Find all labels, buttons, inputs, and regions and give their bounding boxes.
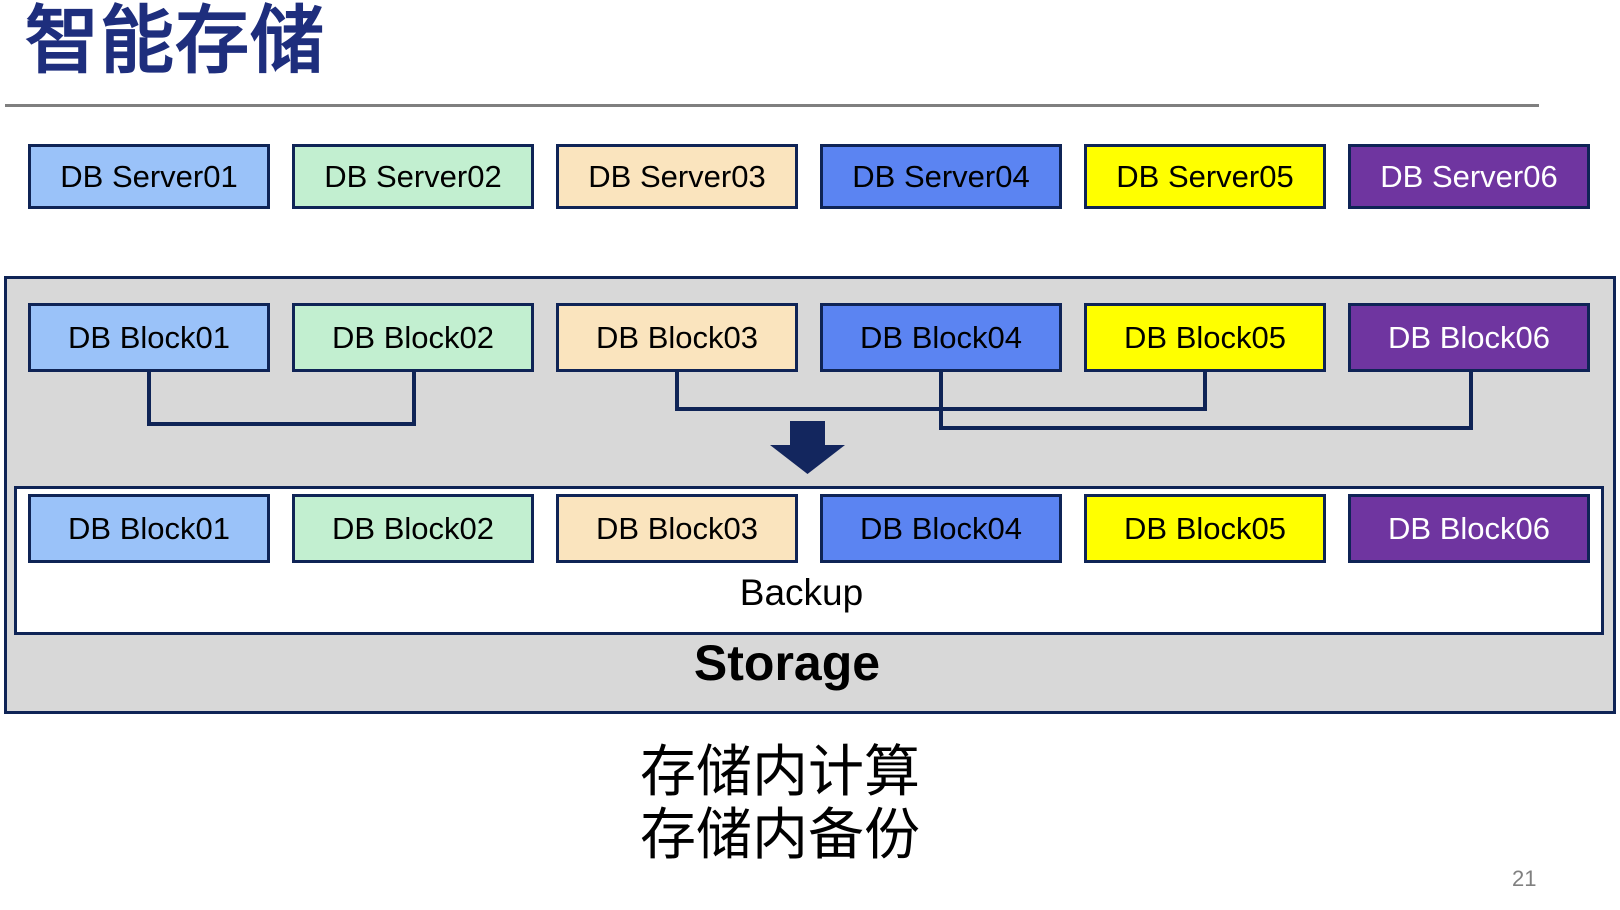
caption: 存储内计算 存储内备份	[640, 740, 920, 866]
db-block-backup-box: DB Block04	[820, 494, 1062, 563]
db-block-backup-box: DB Block03	[556, 494, 798, 563]
db-server-box: DB Server05	[1084, 144, 1326, 209]
storage-label: Storage	[693, 635, 881, 691]
caption-line-2: 存储内备份	[640, 803, 920, 866]
caption-line-1: 存储内计算	[640, 740, 920, 803]
db-block-source-box: DB Block03	[556, 303, 798, 372]
page-title: 智能存储	[25, 0, 325, 82]
db-block-backup-box: DB Block05	[1084, 494, 1326, 563]
db-block-backup-box: DB Block01	[28, 494, 270, 563]
down-arrow-shape	[770, 421, 845, 474]
db-block-source-box: DB Block01	[28, 303, 270, 372]
page-number: 21	[1512, 866, 1537, 891]
down-arrow-icon	[770, 421, 845, 474]
db-block-source-box: DB Block02	[292, 303, 534, 372]
db-block-source-box: DB Block06	[1348, 303, 1590, 372]
connector-block04-block06	[939, 372, 1473, 430]
db-server-box: DB Server06	[1348, 144, 1590, 209]
backup-label: Backup	[739, 572, 864, 613]
db-block-backup-box: DB Block06	[1348, 494, 1590, 563]
db-block-backup-box: DB Block02	[292, 494, 534, 563]
db-server-box: DB Server04	[820, 144, 1062, 209]
db-server-box: DB Server03	[556, 144, 798, 209]
connector-block01-block02	[147, 372, 416, 426]
db-server-box: DB Server01	[28, 144, 270, 209]
backup-box	[14, 486, 1604, 635]
db-server-box: DB Server02	[292, 144, 534, 209]
db-block-source-box: DB Block05	[1084, 303, 1326, 372]
title-divider	[5, 104, 1539, 107]
db-block-source-box: DB Block04	[820, 303, 1062, 372]
